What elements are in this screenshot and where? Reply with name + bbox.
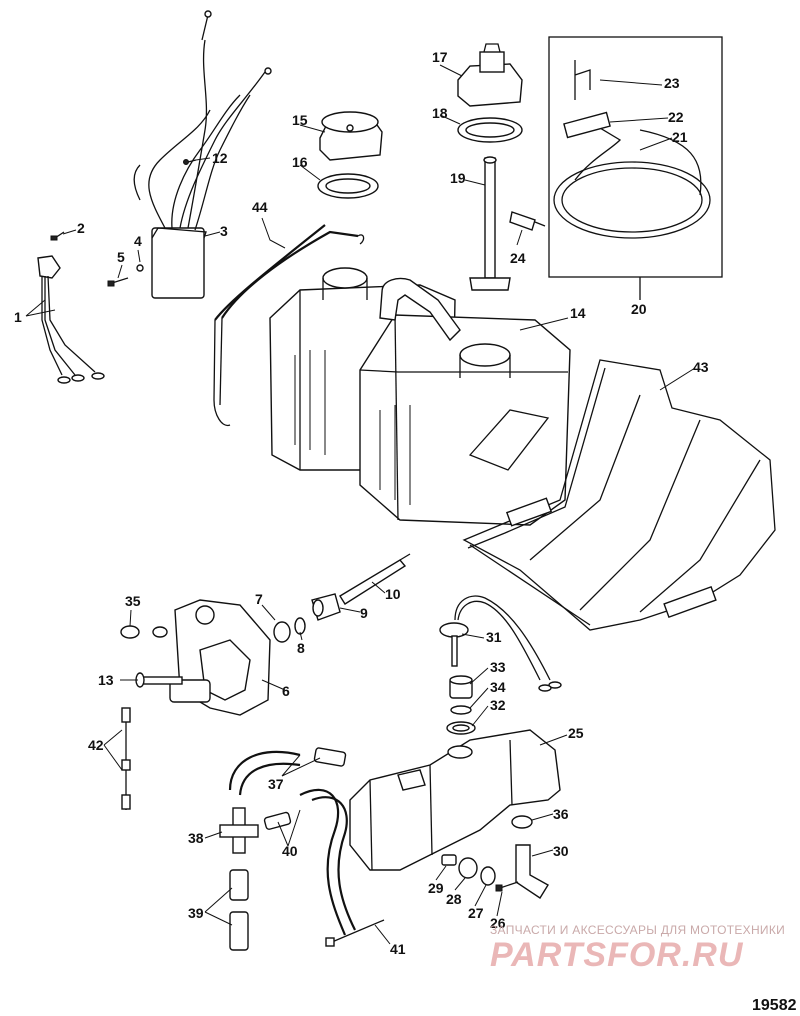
callout-12: 12 [212, 150, 228, 166]
callout-31: 31 [486, 629, 502, 645]
part-14-tank [269, 267, 571, 526]
callout-23: 23 [664, 75, 680, 91]
callout-14: 14 [570, 305, 586, 321]
callout-32: 32 [490, 697, 506, 713]
inset-box-20 [548, 36, 723, 300]
figure-number: 19582 [752, 997, 797, 1014]
part-44-strap [213, 224, 365, 427]
part-40-hose [263, 788, 356, 936]
part-27-washer [480, 866, 496, 886]
part-35-clamp [120, 625, 168, 639]
part-28-grommet [458, 857, 478, 879]
callout-15: 15 [292, 112, 308, 128]
part-7-oring [273, 621, 291, 643]
callout-24: 24 [510, 250, 526, 266]
watermark-tagline: ЗАПЧАСТИ И АКСЕССУАРЫ ДЛЯ МОТОТЕХНИКИ [490, 923, 785, 937]
part-36-clamp [511, 815, 533, 829]
callout-5: 5 [117, 249, 125, 265]
part-42-linkage [121, 707, 131, 810]
callout-44: 44 [252, 199, 268, 215]
callout-40: 40 [282, 843, 298, 859]
leader-lines [25, 64, 696, 945]
part-12-screw [183, 159, 197, 165]
part-5-screw [107, 277, 129, 287]
part-26-screw [495, 881, 519, 892]
part-37-hose [228, 747, 347, 796]
callout-16: 16 [292, 154, 308, 170]
callout-18: 18 [432, 105, 448, 121]
callout-29: 29 [428, 880, 444, 896]
part-3-module [133, 10, 272, 299]
part-15-cap [319, 111, 383, 161]
part-2-screw [50, 231, 65, 241]
callout-8: 8 [297, 640, 305, 656]
callout-38: 38 [188, 830, 204, 846]
callout-26: 26 [490, 915, 506, 931]
callout-37: 37 [268, 776, 284, 792]
part-9-fitting [311, 593, 341, 621]
callout-39: 39 [188, 905, 204, 921]
part-29-bushing [441, 854, 457, 866]
part-34-washer [450, 705, 472, 715]
part-6-pump [169, 599, 271, 716]
callout-35: 35 [125, 593, 141, 609]
callout-41: 41 [390, 941, 406, 957]
callout-34: 34 [490, 679, 506, 695]
part-43-rack [462, 359, 776, 631]
part-8-washer [294, 617, 306, 635]
part-16-gasket [317, 173, 379, 199]
part-21-hose [553, 124, 711, 239]
callout-42: 42 [88, 737, 104, 753]
part-24-fitting [509, 211, 546, 231]
callout-28: 28 [446, 891, 462, 907]
part-41-tie [325, 919, 385, 947]
callout-7: 7 [255, 591, 263, 607]
callout-1: 1 [14, 309, 22, 325]
callout-9: 9 [360, 605, 368, 621]
callout-36: 36 [553, 806, 569, 822]
part-4-washer [136, 264, 144, 272]
callout-27: 27 [468, 905, 484, 921]
callout-25: 25 [568, 725, 584, 741]
callout-3: 3 [220, 223, 228, 239]
part-32-gasket [446, 721, 476, 735]
part-17-vent-cap [457, 43, 523, 107]
callout-13: 13 [98, 672, 114, 688]
part-13-bolt [135, 672, 183, 688]
part-1-harness [37, 255, 105, 384]
watermark: ЗАПЧАСТИ И АКСЕССУАРЫ ДЛЯ МОТОТЕХНИКИ PA… [490, 923, 785, 974]
callout-21: 21 [672, 129, 688, 145]
part-39-hose [229, 869, 249, 951]
callout-19: 19 [450, 170, 466, 186]
callout-43: 43 [693, 359, 709, 375]
part-25-oil-tank [349, 729, 561, 871]
part-33-grommet [449, 675, 473, 699]
callout-17: 17 [432, 49, 448, 65]
callout-33: 33 [490, 659, 506, 675]
callout-6: 6 [282, 683, 290, 699]
callout-22: 22 [668, 109, 684, 125]
callout-20: 20 [631, 301, 647, 317]
callout-labels: 1 2 3 4 5 6 7 8 9 10 12 13 14 15 16 17 1… [14, 49, 709, 957]
callout-4: 4 [134, 233, 142, 249]
part-31-sender [439, 595, 562, 692]
callout-30: 30 [553, 843, 569, 859]
watermark-brand: PARTSFOR.RU [490, 936, 744, 974]
part-23-clip [574, 60, 591, 100]
part-18-gasket [457, 117, 523, 143]
part-19-pickup [469, 156, 511, 291]
callout-10: 10 [385, 586, 401, 602]
part-38-tee [219, 807, 259, 854]
callout-2: 2 [77, 220, 85, 236]
part-22-connector [563, 111, 611, 139]
